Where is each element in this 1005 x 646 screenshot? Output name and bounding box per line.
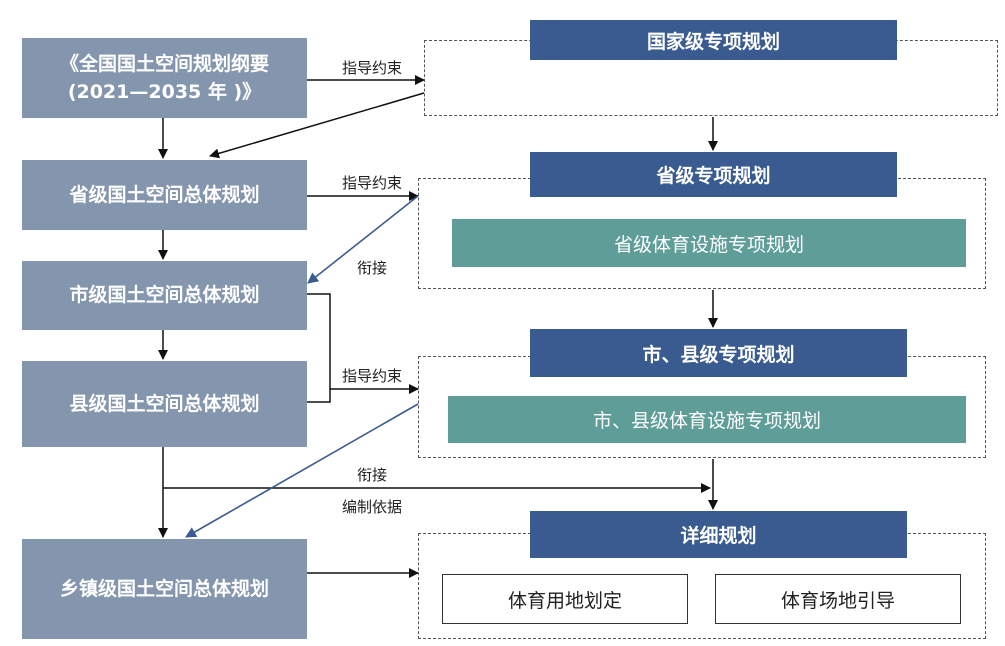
national-outline-box: 《全国国土空间规划纲要 (2021—2035 年 )》 [22, 38, 307, 118]
provincial-special-plan-box: 省级专项规划 [530, 152, 897, 197]
arrow-national-to-provincial [209, 92, 425, 159]
national-outline-title: 《全国国土空间规划纲要 [59, 52, 269, 75]
city-county-sports-plan-box: 市、县级体育设施专项规划 [448, 396, 966, 443]
link-arrow-city-to-township [185, 403, 419, 538]
county-plan-box: 县级国土空间总体规划 [22, 361, 307, 447]
bracket-municipal-county [307, 293, 331, 403]
township-plan-box: 乡镇级国土空间总体规划 [22, 539, 307, 639]
link-arrow-provincial-to-municipal [307, 195, 419, 284]
guide-label-county: 指导约束 [342, 367, 403, 385]
provincial-plan-box: 省级国土空间总体规划 [22, 160, 307, 230]
guide-label-provincial: 指导约束 [342, 174, 403, 192]
link-label-provincial: 衔接 [357, 259, 388, 277]
sports-venue-box: 体育场地引导 [715, 574, 961, 624]
basis-label: 编制依据 [342, 498, 403, 516]
national-outline-years: (2021—2035 年 )》 [67, 81, 262, 103]
municipal-plan-box: 市级国土空间总体规划 [22, 261, 307, 330]
link-label-detailed: 衔接 [357, 466, 388, 484]
sports-land-box: 体育用地划定 [442, 574, 688, 624]
guide-label-national: 指导约束 [342, 59, 403, 77]
provincial-sports-plan-box: 省级体育设施专项规划 [452, 219, 966, 267]
national-special-plan-box: 国家级专项规划 [530, 20, 897, 60]
detailed-plan-box: 详细规划 [530, 511, 907, 558]
city-county-special-plan-box: 市、县级专项规划 [530, 329, 907, 377]
